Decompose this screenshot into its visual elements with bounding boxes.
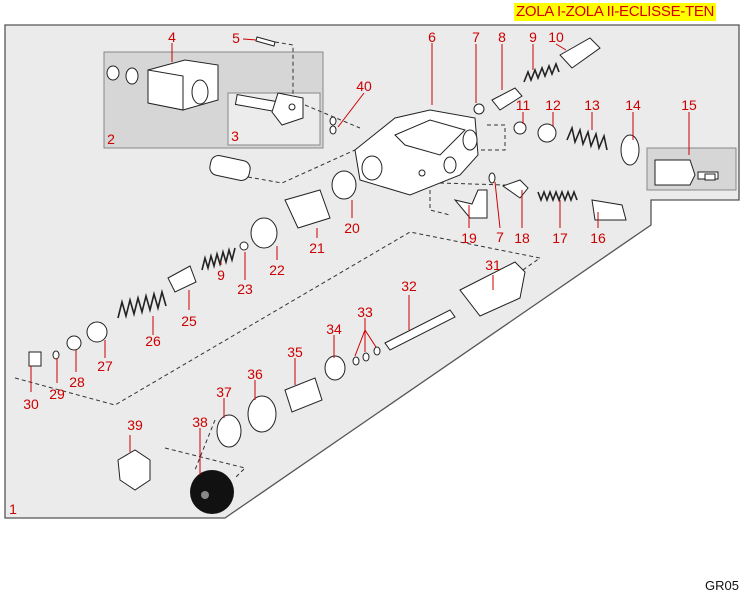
label-18: 18 <box>514 230 530 246</box>
part-6-manifold-body <box>354 109 479 196</box>
part-16-fitting <box>591 199 627 221</box>
part-35-fitting <box>284 377 323 413</box>
assembly-label: 1 <box>9 501 17 517</box>
part-21-fitting <box>284 189 331 229</box>
label-9-top: 9 <box>529 29 537 45</box>
label-38: 38 <box>192 414 208 430</box>
part-38-black-knob <box>190 470 234 514</box>
part-40-o-ring-a <box>329 116 337 126</box>
part-15-fitting-screw <box>654 159 719 186</box>
subassembly-label-2: 2 <box>107 131 115 147</box>
label-7-top: 7 <box>472 29 480 45</box>
part-7-o-ring-top <box>473 103 485 115</box>
label-32: 32 <box>401 278 417 294</box>
drawing-code: GR05 <box>705 578 739 593</box>
part-38-highlight <box>201 491 209 499</box>
label-15: 15 <box>681 97 697 113</box>
part-28-washer <box>66 335 82 351</box>
part-22-washer <box>250 217 278 249</box>
label-30: 30 <box>23 396 39 412</box>
part-32-stem <box>384 309 456 351</box>
label-34: 34 <box>326 321 342 337</box>
label-5: 5 <box>232 30 240 46</box>
part-17-spring <box>537 189 578 203</box>
part-13-spring <box>566 125 608 151</box>
part-33-o-ring-a <box>352 356 360 366</box>
label-13: 13 <box>584 97 600 113</box>
part-40-o-ring-b <box>329 125 337 135</box>
part-29-o-ring <box>52 350 60 360</box>
label-36: 36 <box>247 366 263 382</box>
part-12-cup <box>537 123 557 143</box>
part-9-spring-lower <box>201 246 236 272</box>
label-10: 10 <box>548 29 564 45</box>
fitting-left <box>209 155 251 181</box>
label-19: 19 <box>461 230 477 246</box>
part-20-gasket <box>331 170 357 200</box>
label-33: 33 <box>357 304 373 320</box>
part-27-plunger <box>86 321 108 343</box>
part-9-spring-top <box>523 61 560 83</box>
label-31: 31 <box>485 257 501 273</box>
label-12: 12 <box>545 97 561 113</box>
label-4: 4 <box>168 29 176 45</box>
label-21: 21 <box>309 240 325 256</box>
label-37: 37 <box>216 384 232 400</box>
part-37-nut <box>216 414 242 448</box>
label-35: 35 <box>287 344 303 360</box>
label-9-lower: 9 <box>217 267 225 283</box>
part-4-solenoid-coil <box>106 59 219 111</box>
part-33-o-ring-c <box>373 346 381 356</box>
part-10-fitting <box>559 37 601 69</box>
label-26: 26 <box>145 333 161 349</box>
label-6: 6 <box>428 29 436 45</box>
diagram-title: ZOLA I-ZOLA II-ECLISSE-TEN <box>514 3 717 21</box>
label-27: 27 <box>97 358 113 374</box>
part-25-guide <box>167 265 197 293</box>
label-40: 40 <box>356 78 372 94</box>
part-8-valve-seat <box>491 87 523 111</box>
part-26-spring <box>117 288 167 320</box>
part-14-gasket <box>620 134 640 166</box>
part-5-screw <box>255 36 276 47</box>
part-19-elbow <box>453 189 488 219</box>
label-25: 25 <box>181 313 197 329</box>
label-8: 8 <box>498 29 506 45</box>
label-39: 39 <box>127 417 143 433</box>
label-14: 14 <box>625 97 641 113</box>
label-7-bottom: 7 <box>496 229 504 245</box>
part-39-knob <box>117 449 151 491</box>
part-11-cap <box>513 121 527 135</box>
part-36-washer <box>247 395 277 433</box>
part-30-cap <box>28 351 42 367</box>
label-22: 22 <box>269 262 285 278</box>
part-23-ball <box>239 241 249 251</box>
label-16: 16 <box>590 230 606 246</box>
label-20: 20 <box>344 220 360 236</box>
label-29: 29 <box>49 386 65 402</box>
label-28: 28 <box>69 374 85 390</box>
label-11: 11 <box>516 97 531 113</box>
label-23: 23 <box>237 281 253 297</box>
part-33-o-ring-b <box>362 352 370 362</box>
leader-lines <box>30 38 690 475</box>
part-34-gasket <box>324 355 346 381</box>
subassembly-label-3: 3 <box>231 128 239 144</box>
label-17: 17 <box>552 230 568 246</box>
part-3-valve-body <box>234 92 304 126</box>
part-7-o-ring-bottom <box>488 172 496 184</box>
part-labels: 4 5 6 7 7 8 9 9 10 11 12 13 14 15 16 17 … <box>23 29 697 433</box>
